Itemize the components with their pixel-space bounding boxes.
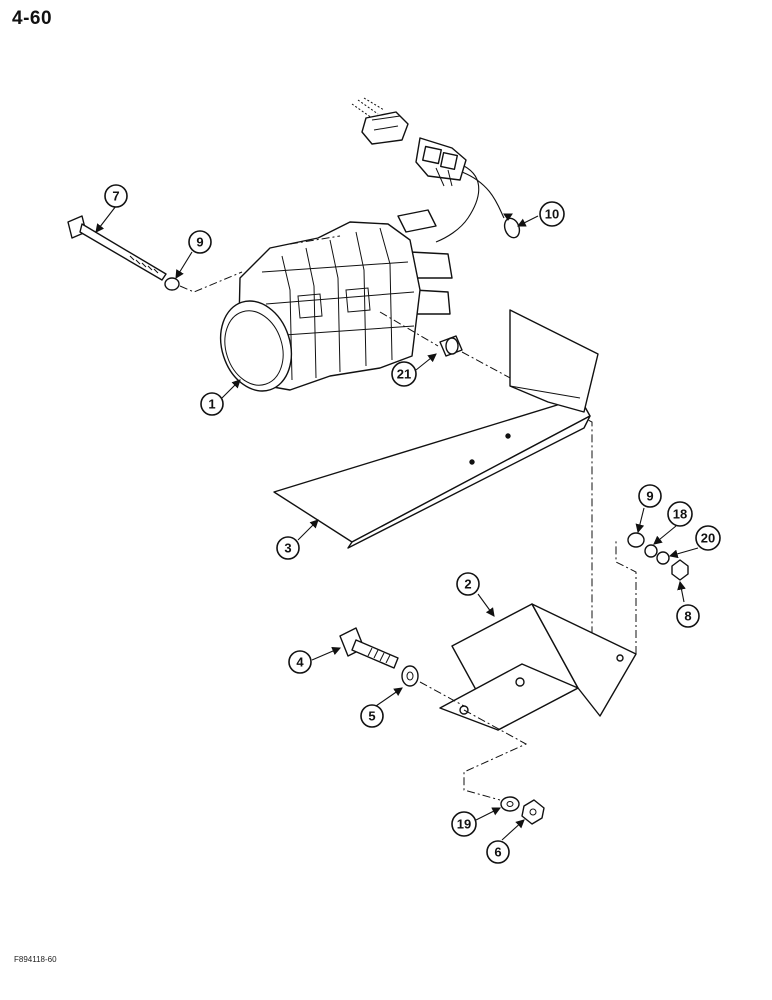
callout-9-upper: 9 (188, 230, 212, 254)
callout-21: 21 (391, 361, 417, 387)
page-number: 4-60 (12, 8, 53, 29)
axis-line-spacer (379, 311, 593, 640)
callout-10: 10 (539, 201, 565, 227)
washer-upper (164, 277, 180, 291)
svg-text:8: 8 (684, 609, 691, 624)
axis-line-right (615, 540, 637, 654)
harness-connector (351, 97, 409, 145)
spacer (439, 335, 463, 357)
callout-1: 1 (200, 392, 224, 416)
callout-2: 2 (456, 572, 480, 596)
washer-right (627, 532, 645, 548)
svg-text:5: 5 (368, 709, 375, 724)
lock-washer (644, 544, 658, 558)
svg-text:19: 19 (457, 817, 471, 832)
svg-text:3: 3 (284, 541, 291, 556)
svg-text:18: 18 (673, 507, 687, 522)
svg-text:7: 7 (112, 189, 119, 204)
callout-5: 5 (360, 704, 384, 728)
callout-3: 3 (276, 536, 300, 560)
long-bolt (67, 215, 167, 281)
svg-text:20: 20 (701, 531, 715, 546)
plug-connector (415, 137, 467, 187)
bracket-plate (273, 309, 599, 549)
callout-19: 19 (451, 811, 477, 837)
svg-text:21: 21 (397, 367, 411, 382)
svg-text:1: 1 (208, 397, 215, 412)
callout-20: 20 (695, 525, 721, 551)
washer-bolt (401, 665, 419, 687)
callout-4: 4 (288, 650, 312, 674)
callout-18: 18 (667, 501, 693, 527)
lower-bracket (439, 603, 637, 731)
svg-text:10: 10 (545, 207, 559, 222)
svg-text:6: 6 (494, 845, 501, 860)
svg-text:2: 2 (464, 577, 471, 592)
washer-lower (500, 796, 520, 812)
bolt (339, 627, 399, 669)
nut-lower (521, 799, 545, 825)
svg-text:9: 9 (646, 489, 653, 504)
axis-line-bolt (179, 235, 341, 293)
callout-8: 8 (676, 604, 700, 628)
figure-code: F894118-60 (14, 955, 57, 964)
housing-unit (219, 209, 453, 392)
callout-7: 7 (104, 184, 128, 208)
flat-washer (656, 551, 670, 565)
svg-text:4: 4 (296, 655, 304, 670)
ring-terminal (503, 213, 521, 239)
nut-right (671, 559, 689, 581)
svg-text:9: 9 (196, 235, 203, 250)
callout-6: 6 (486, 840, 510, 864)
wire-lead (435, 165, 505, 243)
callout-9-right: 9 (638, 484, 662, 508)
